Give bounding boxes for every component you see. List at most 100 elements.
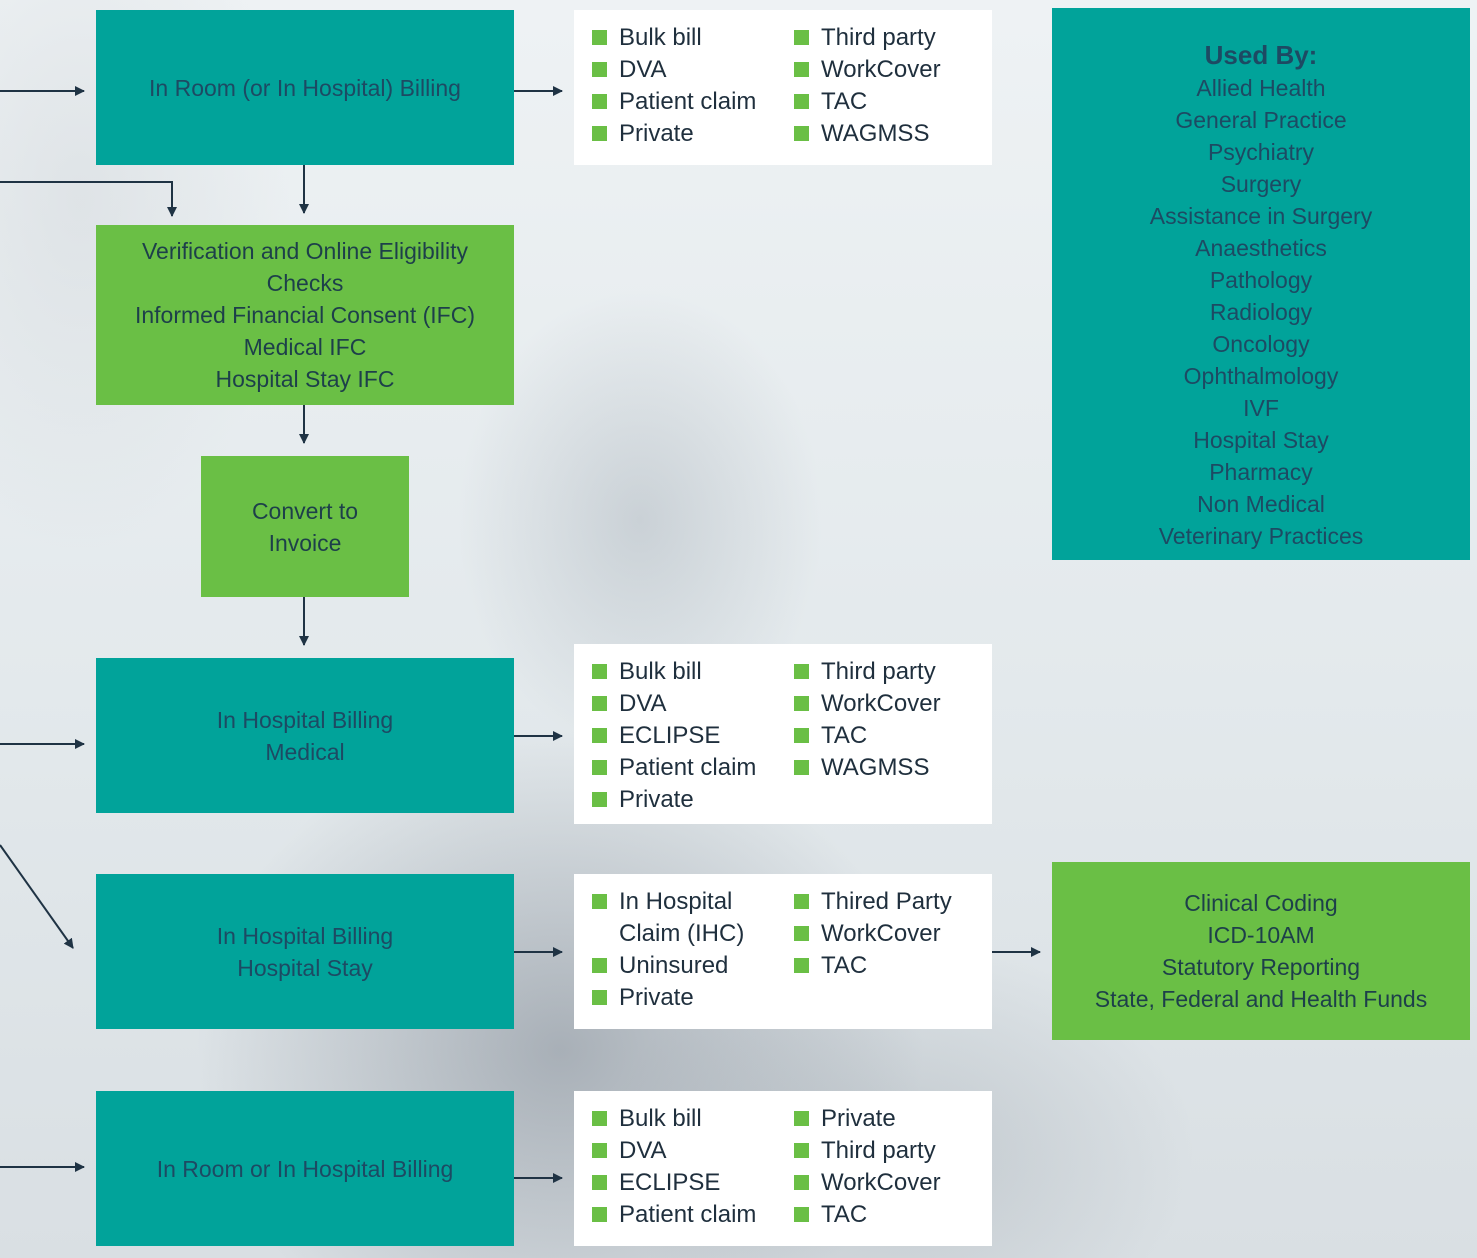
bullet-icon bbox=[592, 1143, 607, 1158]
list-item: ECLIPSE bbox=[592, 1167, 756, 1199]
used-by-item: Ophthalmology bbox=[1183, 363, 1339, 389]
list-item: Third party bbox=[794, 656, 941, 688]
used-by-item: Hospital Stay bbox=[1193, 427, 1329, 453]
in-hospital-stay-line-2: Hospital Stay bbox=[237, 954, 373, 981]
verification-line-3: Informed Financial Consent (IFC) bbox=[134, 302, 475, 328]
bullet-icon bbox=[794, 1207, 809, 1222]
in-room-or-hospital-label: In Room or In Hospital Billing bbox=[156, 1155, 454, 1182]
list-item: Uninsured bbox=[592, 950, 744, 982]
in-hospital-stay-line-1: In Hospital Billing bbox=[216, 922, 394, 949]
billing-options-list-3: In Hospital Claim (IHC) Uninsured Privat… bbox=[574, 874, 992, 1029]
bullet-icon bbox=[794, 696, 809, 711]
bullet-icon bbox=[592, 94, 607, 109]
billing-options-list-4: Bulk bill DVA ECLIPSE Patient claim Priv… bbox=[574, 1091, 992, 1246]
verification-line-4: Medical IFC bbox=[243, 334, 367, 360]
verification-line-1: Verification and Online Eligibility bbox=[141, 238, 468, 264]
bullet-icon bbox=[794, 126, 809, 141]
bullet-icon bbox=[592, 696, 607, 711]
billing-options-list-1: Bulk bill DVA Patient claim Private Thir… bbox=[574, 10, 992, 165]
used-by-item: Anaesthetics bbox=[1195, 235, 1327, 261]
in-hospital-medical-box: In Hospital Billing Medical bbox=[96, 658, 514, 813]
list-item: In Hospital Claim (IHC) bbox=[592, 886, 744, 950]
list-item: DVA bbox=[592, 1135, 756, 1167]
used-by-item: Assistance in Surgery bbox=[1149, 203, 1373, 229]
clinical-coding-line-3: Statutory Reporting bbox=[1161, 954, 1361, 980]
bullet-icon bbox=[794, 1143, 809, 1158]
list-item: TAC bbox=[794, 950, 952, 982]
bullet-icon bbox=[592, 1111, 607, 1126]
list-item: Private bbox=[592, 118, 756, 150]
arrow-diagonal-to-stay bbox=[0, 844, 74, 949]
bullet-icon bbox=[592, 1207, 607, 1222]
in-room-or-hospital-box: In Room or In Hospital Billing bbox=[96, 1091, 514, 1246]
list-item: Thired Party bbox=[794, 886, 952, 918]
list-item: WorkCover bbox=[794, 918, 952, 950]
convert-line-2: Invoice bbox=[268, 529, 342, 556]
bullet-icon bbox=[794, 958, 809, 973]
list-item: Private bbox=[794, 1103, 941, 1135]
list-item: Third party bbox=[794, 22, 941, 54]
convert-line-1: Convert to bbox=[251, 497, 359, 524]
list-item: Bulk bill bbox=[592, 22, 756, 54]
used-by-item: IVF bbox=[1243, 395, 1279, 421]
list-item: WorkCover bbox=[794, 688, 941, 720]
used-by-item: Surgery bbox=[1220, 171, 1302, 197]
in-hospital-stay-box: In Hospital Billing Hospital Stay bbox=[96, 874, 514, 1029]
bullet-icon bbox=[592, 792, 607, 807]
bullet-icon bbox=[794, 926, 809, 941]
in-hospital-medical-line-1: In Hospital Billing bbox=[216, 706, 394, 733]
list-item: Patient claim bbox=[592, 86, 756, 118]
bullet-icon bbox=[794, 728, 809, 743]
used-by-item: Allied Health bbox=[1196, 75, 1326, 101]
bullet-icon bbox=[592, 1175, 607, 1190]
list-item: DVA bbox=[592, 688, 756, 720]
list-item: Bulk bill bbox=[592, 656, 756, 688]
bullet-icon bbox=[592, 958, 607, 973]
bullet-icon bbox=[794, 1175, 809, 1190]
used-by-item: Radiology bbox=[1209, 299, 1313, 325]
bullet-icon bbox=[794, 894, 809, 909]
list-item: Private bbox=[592, 784, 756, 816]
list-item: WorkCover bbox=[794, 54, 941, 86]
list-item: Private bbox=[592, 982, 744, 1014]
clinical-coding-line-1: Clinical Coding bbox=[1184, 890, 1338, 916]
bullet-icon bbox=[592, 728, 607, 743]
list-item: TAC bbox=[794, 720, 941, 752]
bullet-icon bbox=[794, 664, 809, 679]
bullet-icon bbox=[794, 62, 809, 77]
used-by-panel: Used By: Allied Health General Practice … bbox=[1052, 8, 1470, 560]
bullet-icon bbox=[794, 760, 809, 775]
bullet-icon bbox=[794, 1111, 809, 1126]
in-room-billing-label: In Room (or In Hospital) Billing bbox=[149, 74, 461, 101]
bullet-icon bbox=[592, 760, 607, 775]
used-by-item: General Practice bbox=[1175, 107, 1347, 133]
bullet-icon bbox=[592, 62, 607, 77]
used-by-item: Oncology bbox=[1212, 331, 1310, 357]
bullet-icon bbox=[592, 990, 607, 1005]
verification-box: Verification and Online Eligibility Chec… bbox=[96, 225, 514, 405]
list-item: Third party bbox=[794, 1135, 941, 1167]
bullet-icon bbox=[794, 30, 809, 45]
clinical-coding-line-4: State, Federal and Health Funds bbox=[1094, 986, 1428, 1012]
list-item: WAGMSS bbox=[794, 118, 941, 150]
used-by-item: Veterinary Practices bbox=[1158, 523, 1364, 549]
used-by-item: Non Medical bbox=[1197, 491, 1325, 517]
clinical-coding-box: Clinical Coding ICD-10AM Statutory Repor… bbox=[1052, 862, 1470, 1040]
list-item: TAC bbox=[794, 1199, 941, 1231]
list-item: Patient claim bbox=[592, 752, 756, 784]
bullet-icon bbox=[592, 126, 607, 141]
billing-options-list-2: Bulk bill DVA ECLIPSE Patient claim Priv… bbox=[574, 644, 992, 824]
bullet-icon bbox=[794, 94, 809, 109]
list-item: WAGMSS bbox=[794, 752, 941, 784]
list-item: WorkCover bbox=[794, 1167, 941, 1199]
list-item: DVA bbox=[592, 54, 756, 86]
verification-line-2: Checks bbox=[266, 270, 344, 296]
in-room-billing-box: In Room (or In Hospital) Billing bbox=[96, 10, 514, 165]
used-by-item: Pathology bbox=[1209, 267, 1313, 293]
list-item: Bulk bill bbox=[592, 1103, 756, 1135]
list-item: Patient claim bbox=[592, 1199, 756, 1231]
in-hospital-medical-line-2: Medical bbox=[265, 738, 345, 765]
used-by-item: Psychiatry bbox=[1207, 139, 1315, 165]
arrow-left-to-verification bbox=[0, 181, 177, 217]
convert-to-invoice-box: Convert to Invoice bbox=[201, 456, 409, 597]
